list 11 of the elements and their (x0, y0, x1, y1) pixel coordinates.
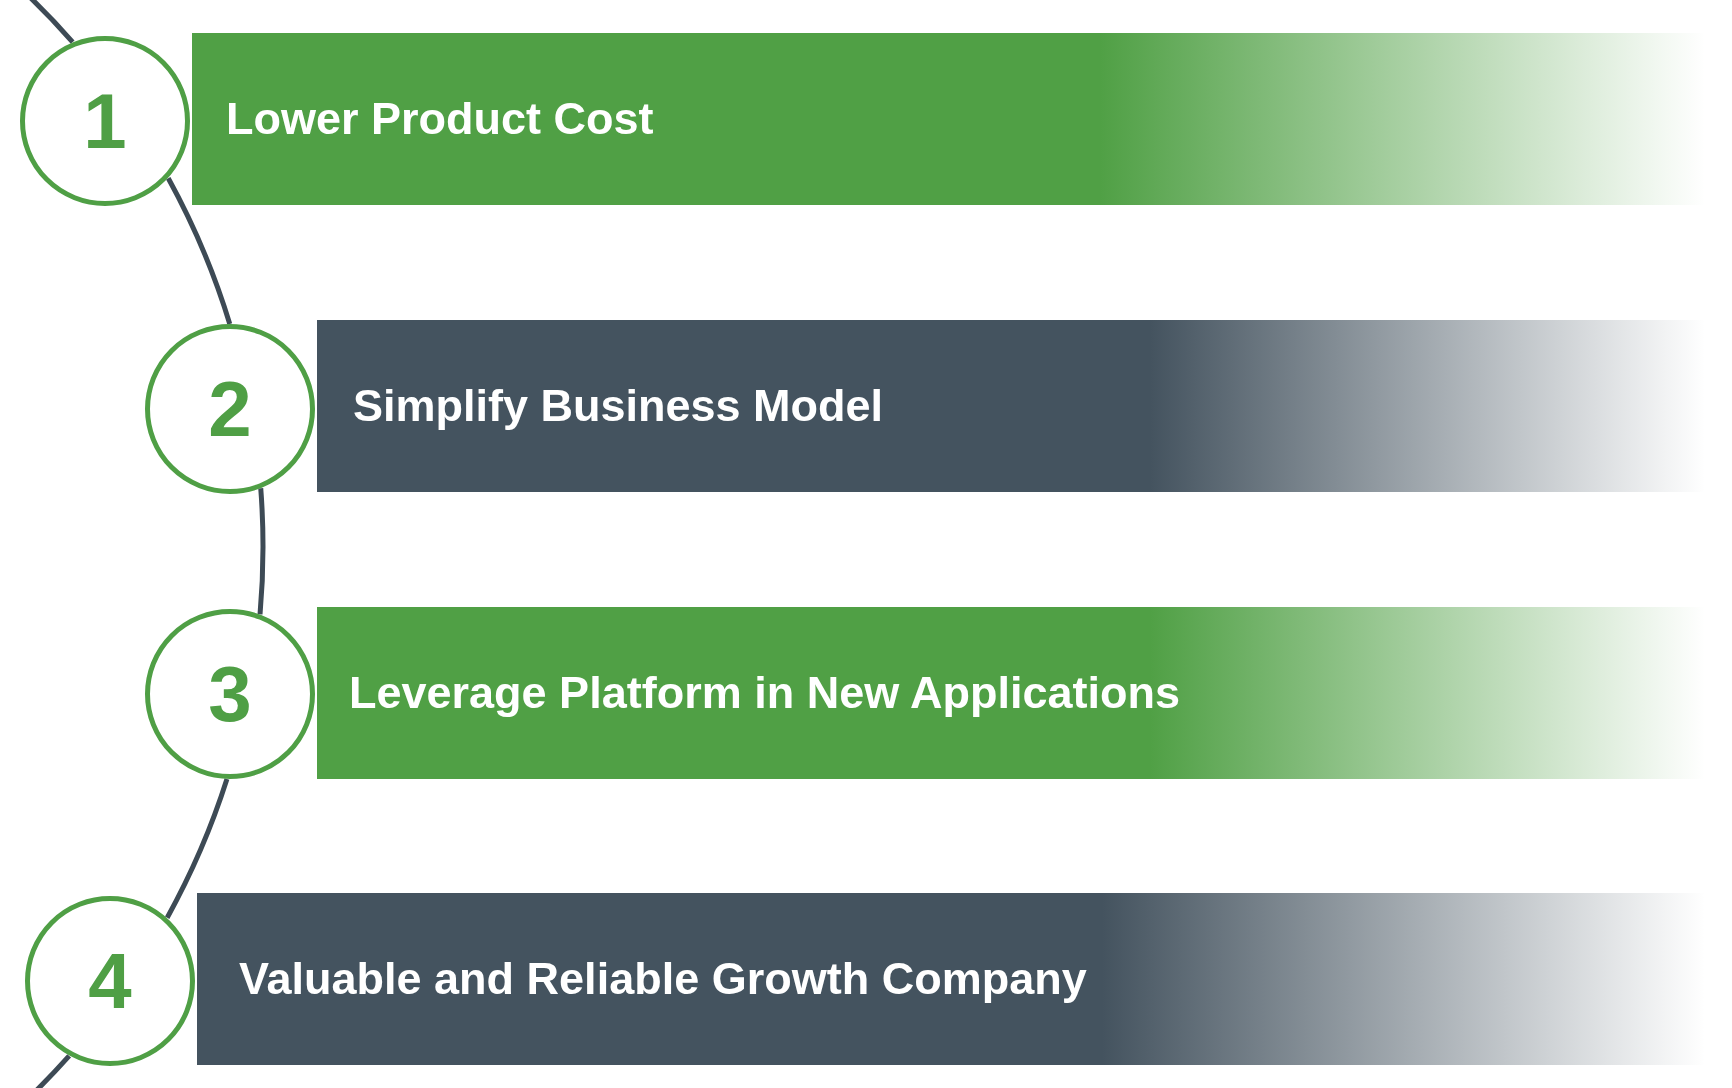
step-number-circle: 1 (20, 36, 190, 206)
arc-connector (165, 778, 230, 919)
banner-text: Leverage Platform in New Applications (349, 667, 1181, 719)
banner-text: Valuable and Reliable Growth Company (239, 953, 1087, 1005)
step-number-circle: 2 (145, 324, 315, 494)
banner-text: Simplify Business Model (353, 380, 884, 432)
arc-connector (257, 488, 266, 615)
step-number-circle: 4 (25, 896, 195, 1066)
arc-connector (166, 177, 233, 325)
banner-text: Lower Product Cost (226, 93, 654, 145)
step-number-circle: 3 (145, 609, 315, 779)
